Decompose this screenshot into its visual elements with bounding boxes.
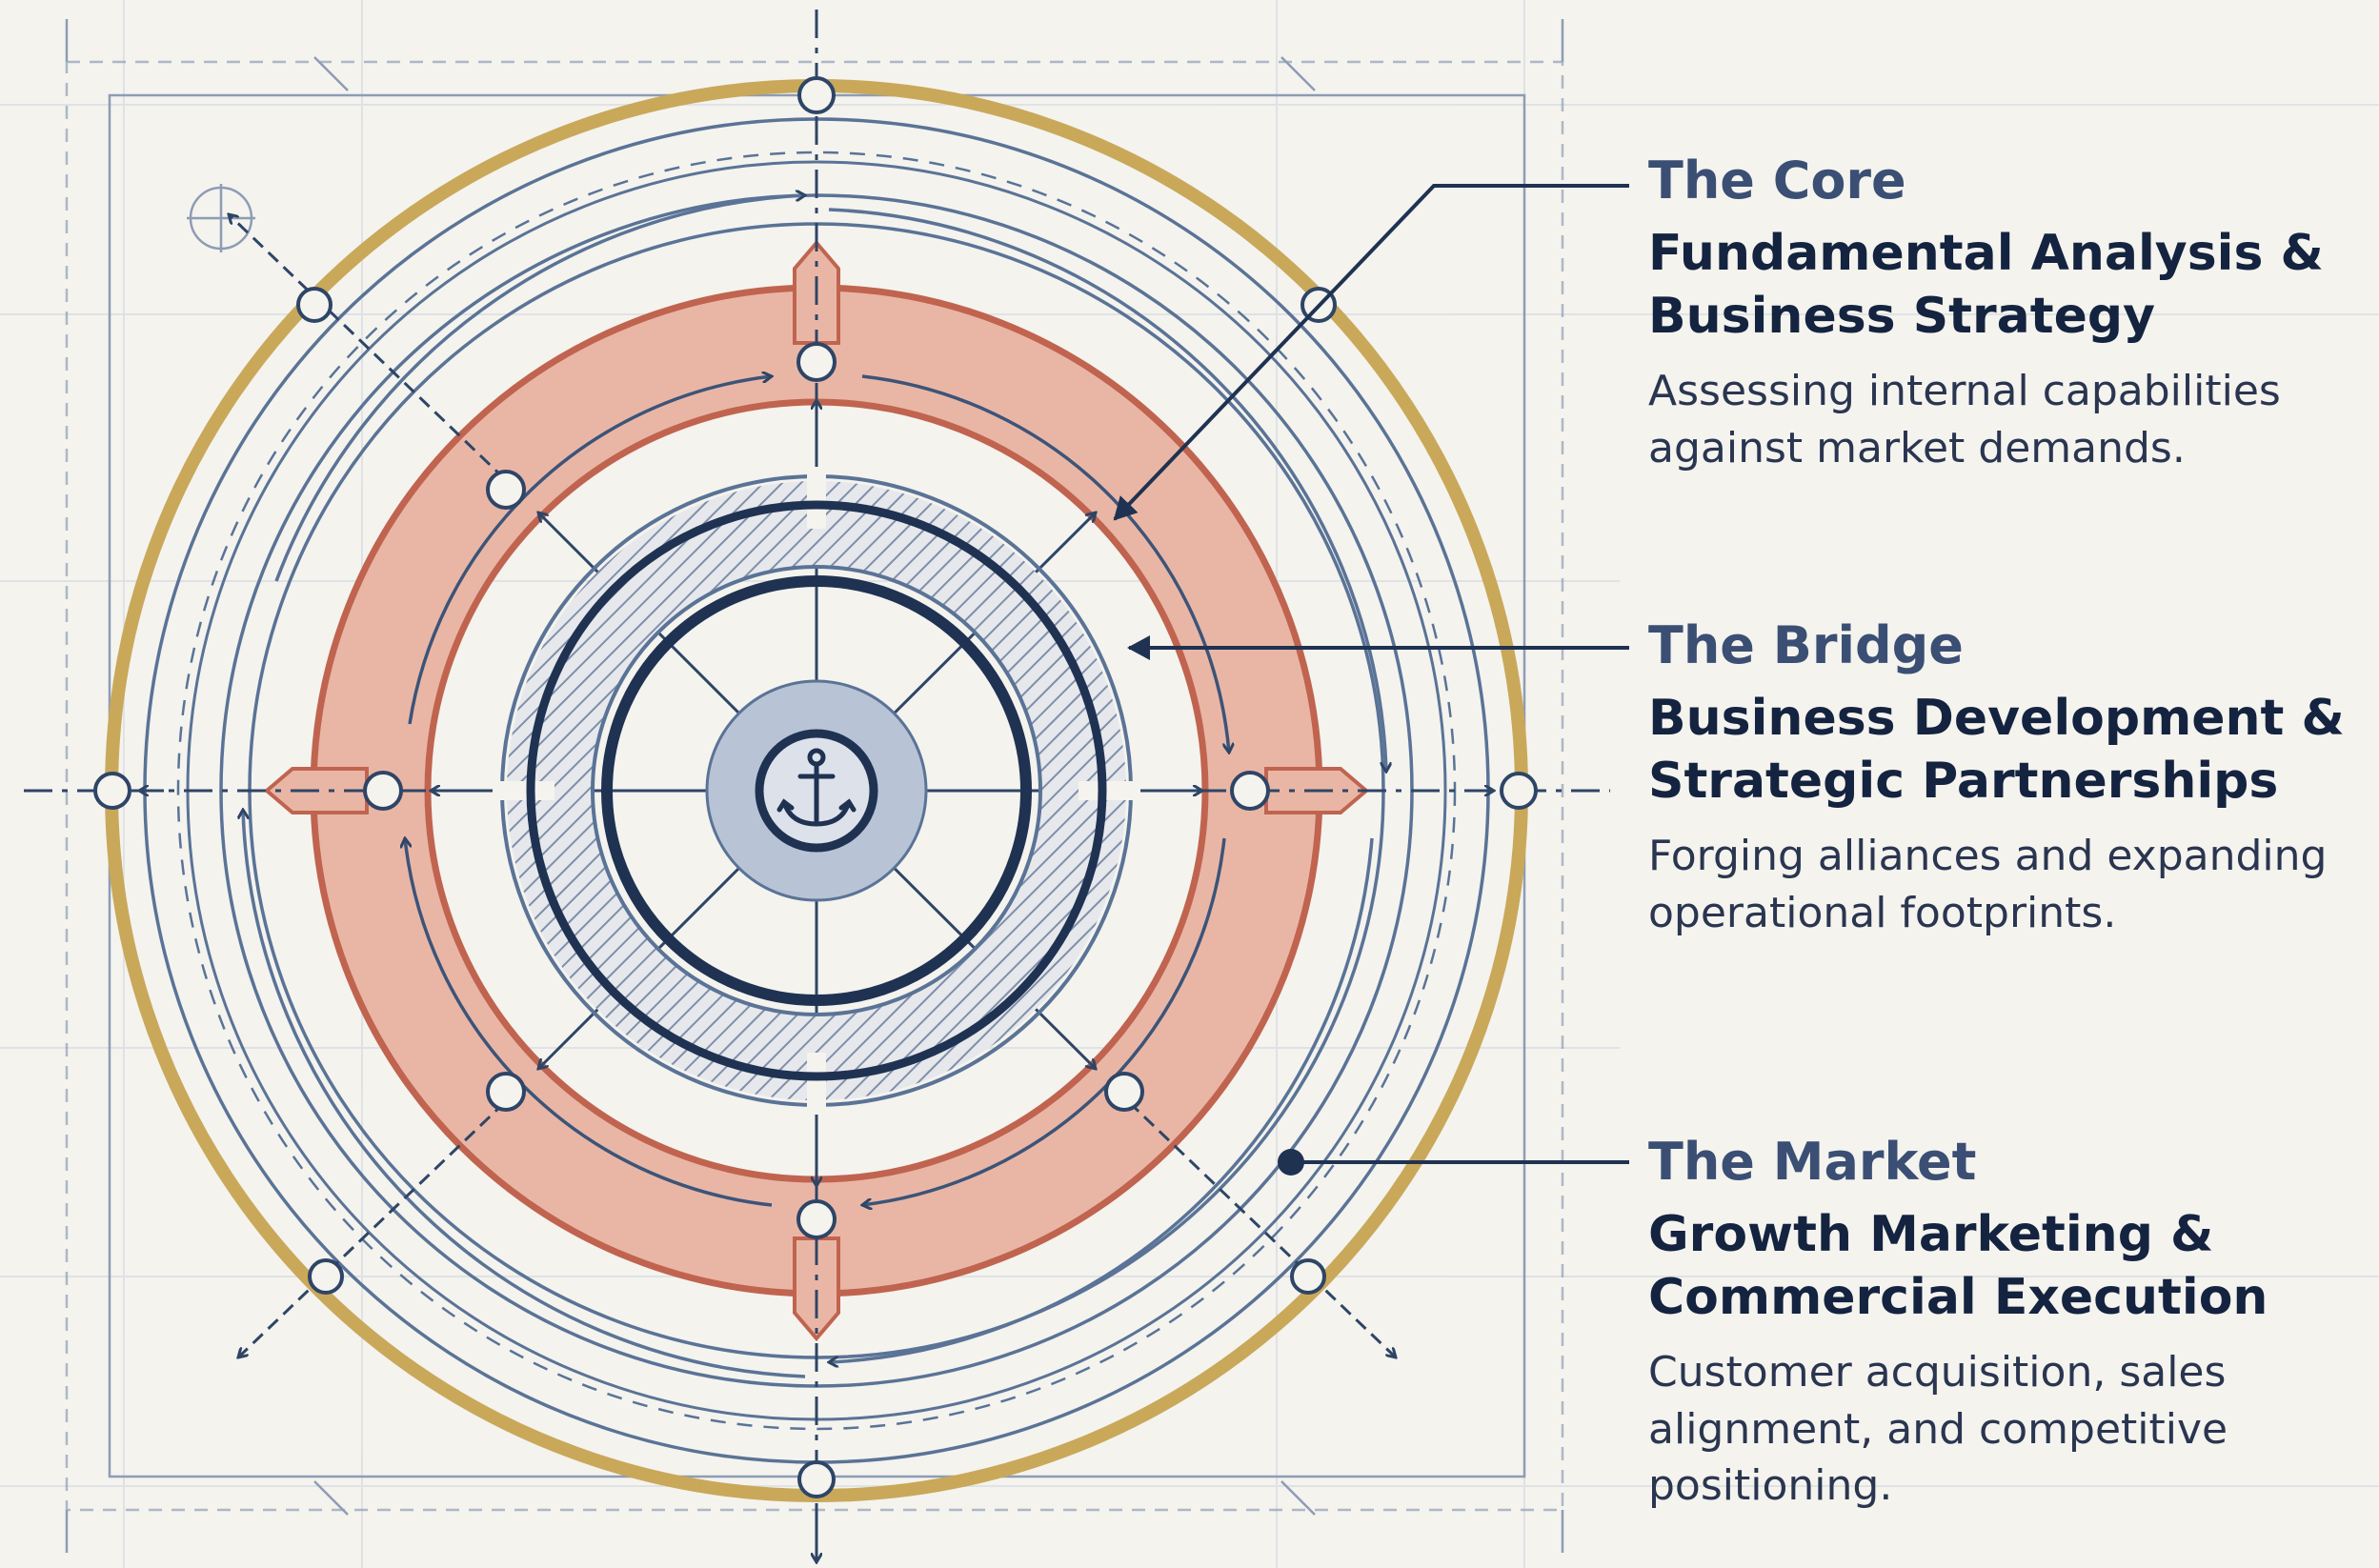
tier-desc-line: alignment, and competitive (1648, 1404, 2228, 1454)
anchor-icon (776, 748, 857, 827)
tier-heading-line: Strategic Partnerships (1648, 753, 2279, 811)
tier-heading: Fundamental Analysis & Business Strategy (1648, 222, 2353, 348)
tier-desc-line: positioning. (1648, 1461, 1893, 1511)
tier-desc-line: Forging alliances and expanding (1648, 832, 2328, 881)
tier-heading-line: Fundamental Analysis & (1648, 225, 2324, 283)
tier-description: Forging alliances and expanding operatio… (1648, 828, 2353, 941)
tier-bridge: The Bridge Business Development & Strate… (1648, 617, 2353, 941)
tier-heading: Business Development & Strategic Partner… (1648, 687, 2353, 813)
callout-lines (1113, 184, 1629, 1164)
tier-core: The Core Fundamental Analysis & Business… (1648, 152, 2353, 476)
tier-description: Customer acquisition, sales alignment, a… (1648, 1344, 2353, 1514)
market-callout-dot (1278, 1149, 1304, 1176)
tier-desc-line: against market demands. (1648, 423, 2186, 472)
tier-title: The Core (1648, 151, 1906, 211)
tier-heading-line: Business Development & (1648, 690, 2345, 748)
tier-heading-line: Commercial Execution (1648, 1269, 2268, 1327)
tier-heading-line: Business Strategy (1648, 288, 2156, 346)
tier-heading: Growth Marketing & Commercial Execution (1648, 1203, 2353, 1329)
hatched-ring-inner (526, 500, 1107, 1081)
tier-description: Assessing internal capabilities against … (1648, 363, 2353, 476)
core-ring (601, 575, 1032, 1006)
tier-title: The Market (1648, 1132, 1977, 1192)
tier-market: The Market Growth Marketing & Commercial… (1648, 1134, 2353, 1515)
tier-desc-line: Customer acquisition, sales (1648, 1348, 2227, 1397)
tier-title: The Bridge (1648, 615, 1964, 675)
orbit-arrows (243, 195, 1386, 1378)
tier-desc-line: operational footprints. (1648, 888, 2117, 937)
tier-heading-line: Growth Marketing & (1648, 1206, 2214, 1264)
axis-lines (24, 10, 1610, 1562)
ring-gaps (493, 467, 1140, 1115)
tier-desc-line: Assessing internal capabilities (1648, 367, 2281, 416)
